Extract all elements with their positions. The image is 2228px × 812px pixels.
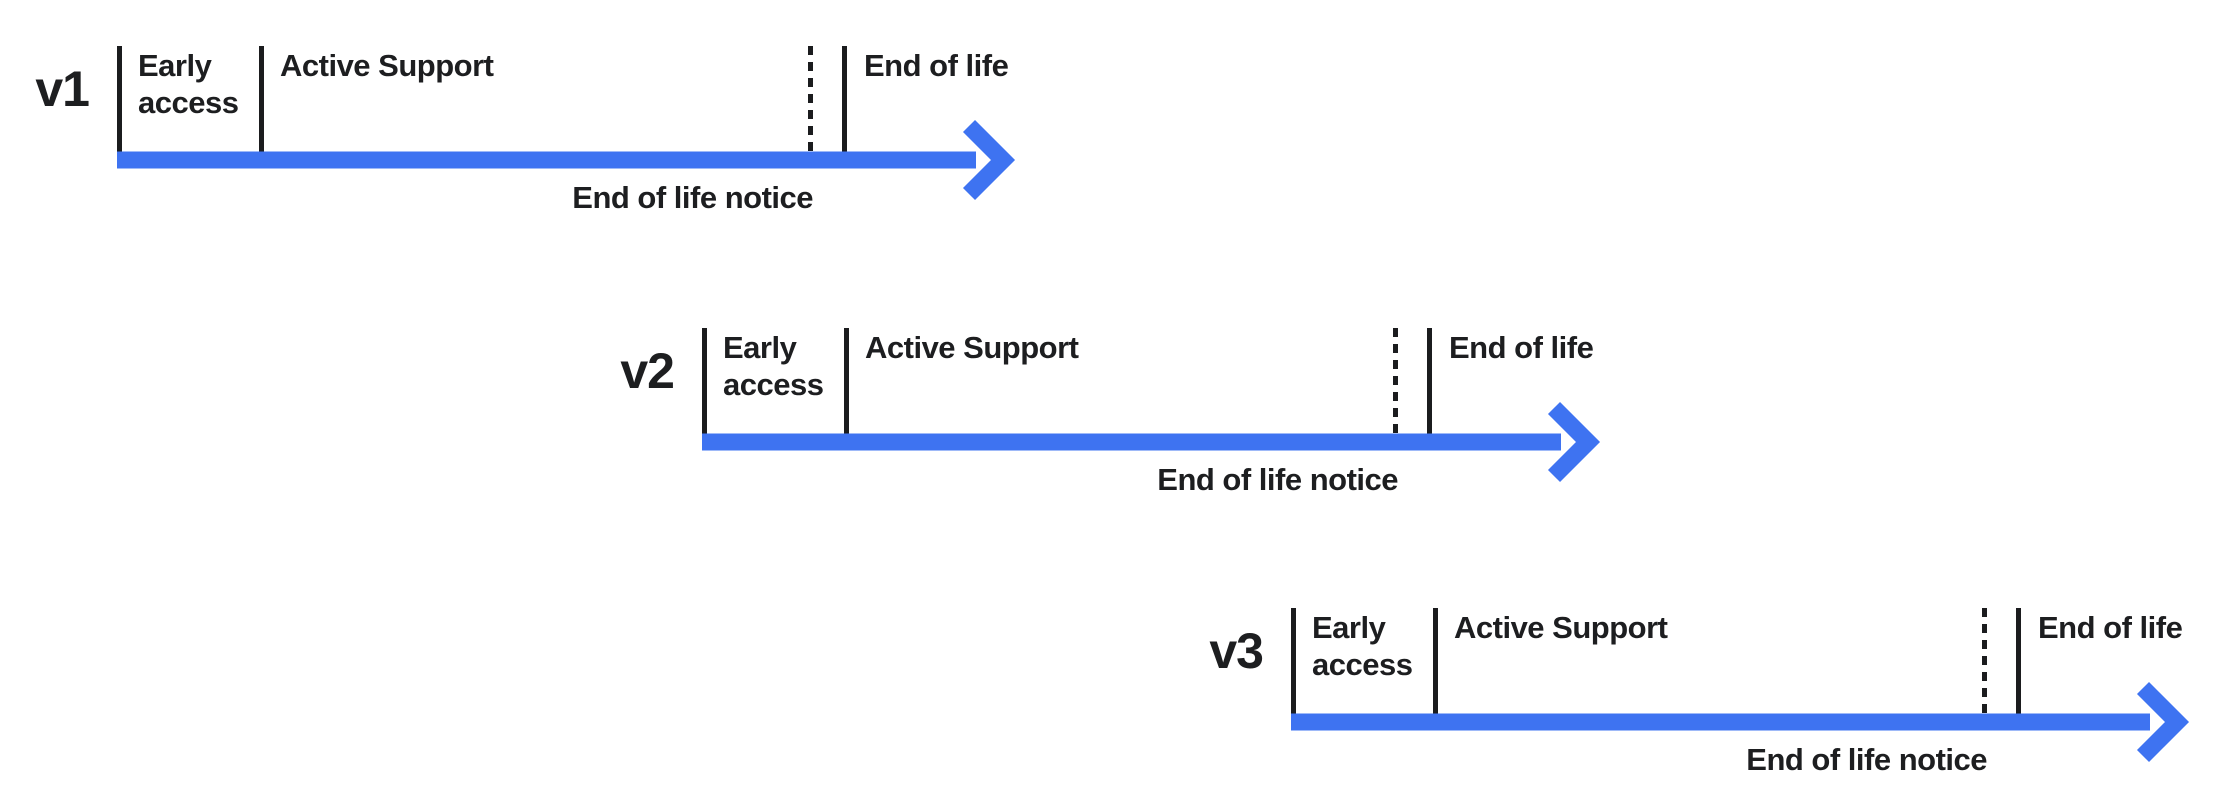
early-access-label: Early access bbox=[1312, 610, 1413, 682]
eol-notice-dashed-line bbox=[808, 46, 813, 153]
active-support-tick bbox=[1433, 608, 1438, 715]
arrowhead-icon bbox=[1547, 401, 1601, 483]
arrowhead-icon bbox=[962, 119, 1016, 201]
eol-notice-label: End of life notice bbox=[1746, 742, 1987, 777]
early-access-tick bbox=[117, 46, 122, 153]
early-access-tick bbox=[1291, 608, 1296, 715]
timeline-v2: v2 Early access Active Support End of li… bbox=[620, 328, 1642, 528]
arrowhead-icon bbox=[2136, 681, 2190, 763]
timeline-v3: v3 Early access Active Support End of li… bbox=[1209, 608, 2228, 808]
eol-notice-label: End of life notice bbox=[572, 180, 813, 215]
version-label: v2 bbox=[620, 343, 675, 399]
eol-notice-dashed-line bbox=[1393, 328, 1398, 435]
eol-notice-dashed-line bbox=[1982, 608, 1987, 715]
timeline-arrow bbox=[702, 401, 1601, 483]
end-of-life-label: End of life bbox=[1449, 330, 1594, 365]
early-access-label: Early access bbox=[723, 330, 824, 402]
version-label: v3 bbox=[1209, 623, 1264, 679]
early-access-tick bbox=[702, 328, 707, 435]
timeline-v1: v1 Early access Active Support End of li… bbox=[35, 46, 1057, 246]
end-of-life-tick bbox=[842, 46, 847, 153]
end-of-life-tick bbox=[1427, 328, 1432, 435]
timeline-arrow bbox=[117, 119, 1016, 201]
end-of-life-label: End of life bbox=[2038, 610, 2183, 645]
end-of-life-label: End of life bbox=[864, 48, 1009, 83]
active-support-tick bbox=[259, 46, 264, 153]
eol-notice-label: End of life notice bbox=[1157, 462, 1398, 497]
end-of-life-tick bbox=[2016, 608, 2021, 715]
active-support-label: Active Support bbox=[865, 330, 1079, 365]
early-access-label: Early access bbox=[138, 48, 239, 120]
active-support-label: Active Support bbox=[1454, 610, 1668, 645]
timeline-arrow bbox=[1291, 681, 2190, 763]
active-support-label: Active Support bbox=[280, 48, 494, 83]
active-support-tick bbox=[844, 328, 849, 435]
version-label: v1 bbox=[35, 61, 90, 117]
